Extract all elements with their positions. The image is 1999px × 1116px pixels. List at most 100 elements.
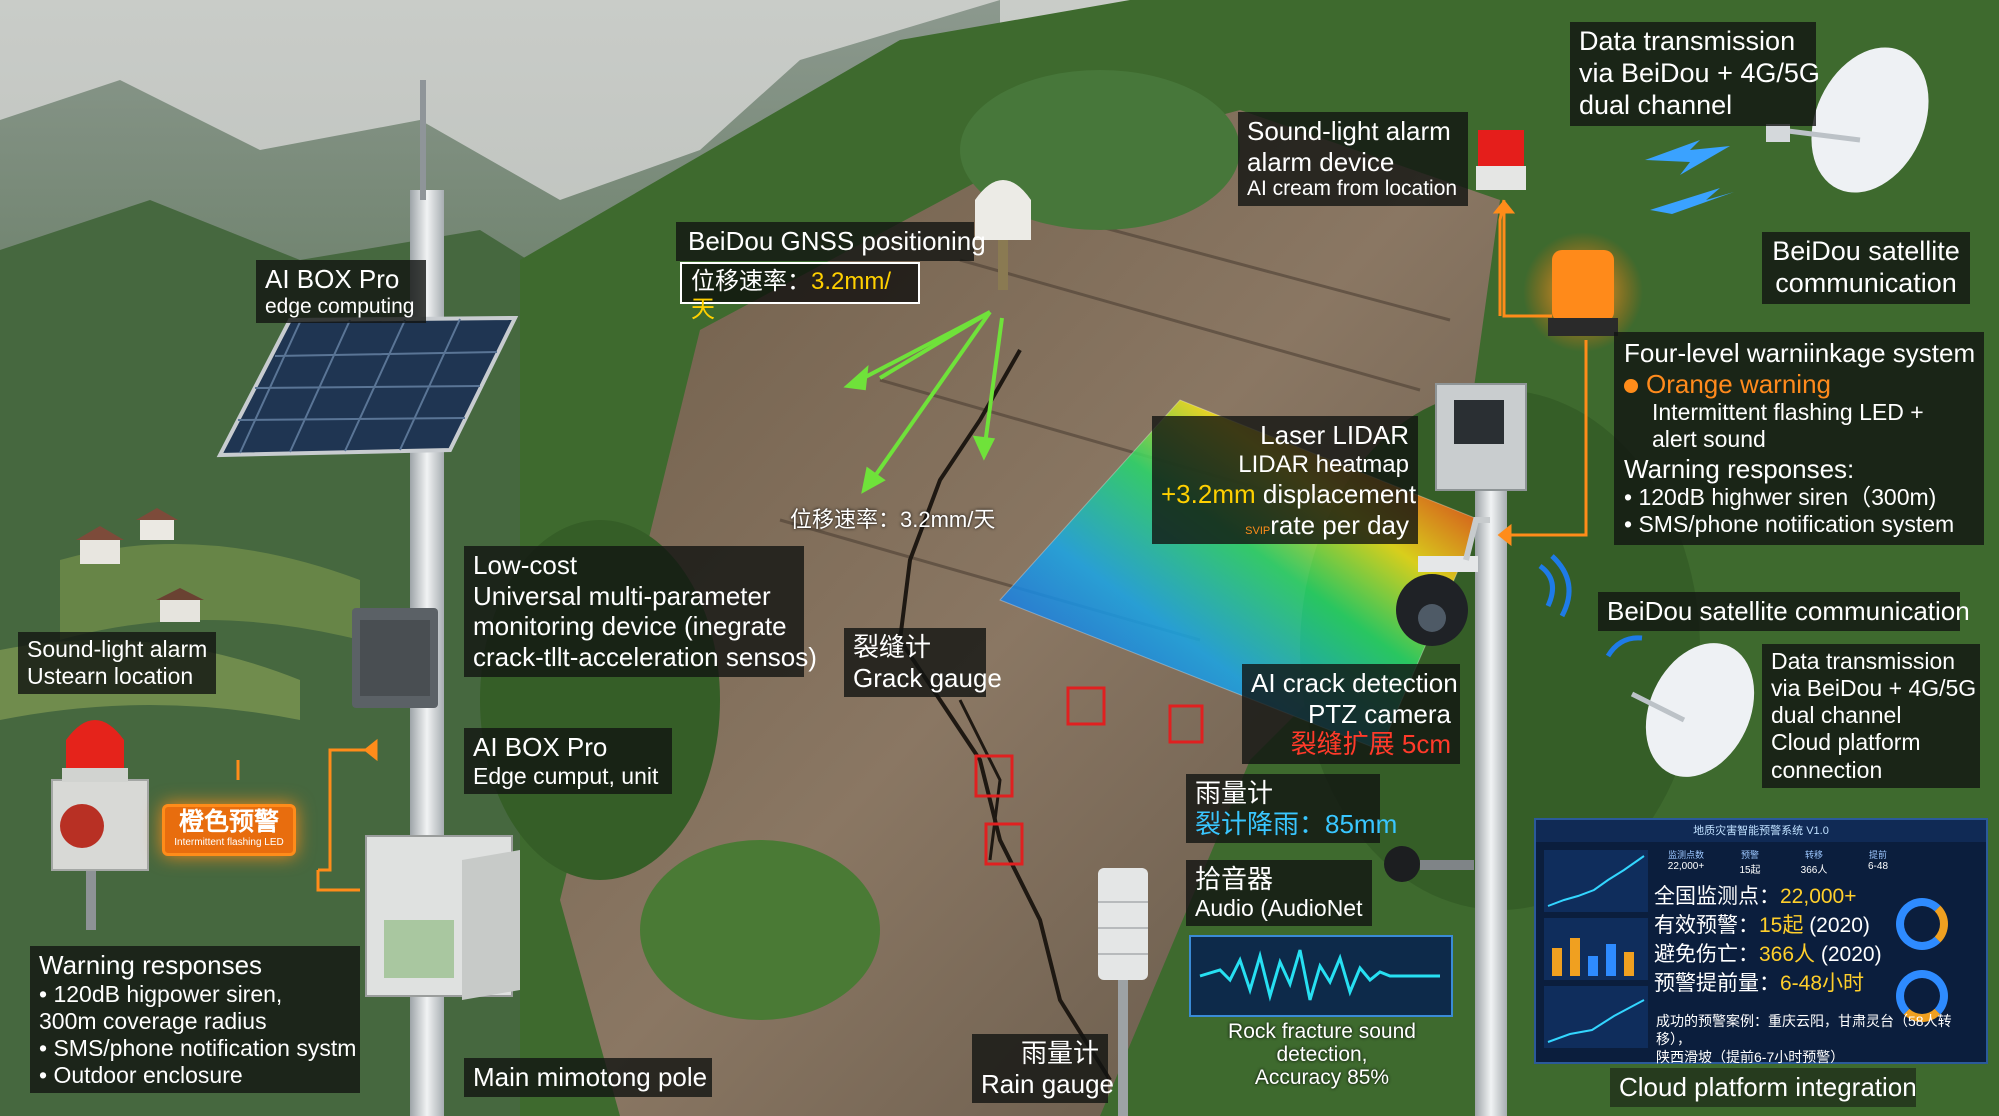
dashboard-title: 地质灾害智能预警系统 V1.0 bbox=[1536, 820, 1986, 842]
orange-warning-badge: 橙色预警 Intermittent flashing LED bbox=[162, 804, 296, 856]
dashboard-stats: 全国监测点：22,000+ 有效预警：15起 (2020) 避免伤亡：366人 … bbox=[1654, 882, 1882, 998]
four-level-led-l2: alert sound bbox=[1652, 426, 1766, 453]
alarm-top-label: Sound-light alarm alarm device AI cream … bbox=[1238, 112, 1468, 207]
dashboard-left-charts bbox=[1544, 850, 1648, 1056]
rock-sound-l2: Accuracy 85% bbox=[1254, 1066, 1390, 1089]
orange-beacon-icon bbox=[1523, 232, 1643, 352]
four-level-resp-title: Warning responses: bbox=[1624, 453, 1855, 484]
main-pole-text: Main mimotong pole bbox=[473, 1062, 708, 1092]
data-tx-top-l1: Data transmission bbox=[1579, 26, 1796, 56]
ai-crack-l2: PTZ camera bbox=[1307, 698, 1451, 729]
rock-sound-l1: Rock fracture sound detection, bbox=[1228, 1020, 1416, 1066]
beidou-mid-label: BeiDou satellite communication bbox=[1598, 592, 1970, 631]
ai-box-top-sub: edge computing bbox=[265, 294, 415, 318]
rock-sound-caption: Rock fracture sound detection, Accuracy … bbox=[1186, 1020, 1458, 1089]
audio-waveform bbox=[1189, 935, 1453, 1017]
data-tx-mid-l3: dual channel bbox=[1771, 702, 1902, 729]
crack-gauge-label: 裂缝计 Grack gauge bbox=[844, 628, 1002, 698]
audio-en: Audio (AudioNet bbox=[1195, 894, 1363, 921]
ai-box-mid-label: AI BOX Pro Edge cumput, unit bbox=[464, 728, 672, 794]
stat-monitor: 全国监测点：22,000+ bbox=[1654, 885, 1857, 908]
cloud-platform-text: Cloud platform integration bbox=[1619, 1072, 1917, 1102]
stat-warnings: 有效预警：15起 (2020) bbox=[1654, 914, 1870, 937]
beidou-top-l2: communication bbox=[1775, 267, 1957, 298]
alarm-top-l3: AI cream from location bbox=[1247, 177, 1458, 201]
four-level-resp1: • 120dB highwer siren（300m) bbox=[1624, 484, 1937, 511]
gnss-rate-label: 位移速率： bbox=[691, 268, 811, 295]
data-tx-mid-l1: Data transmission bbox=[1771, 648, 1956, 674]
rain-bottom-cn: 雨量计 bbox=[1020, 1038, 1099, 1068]
badge-en: Intermittent flashing LED bbox=[174, 837, 284, 848]
low-cost-l2: Universal multi-parameter bbox=[473, 580, 771, 611]
siren-icon bbox=[1476, 130, 1526, 190]
alarm-top-l2: alarm device bbox=[1247, 146, 1395, 177]
rain-mid-label: 雨量计 裂计降雨：85mm bbox=[1186, 774, 1398, 844]
lidar-rate: SVIPrate per day bbox=[1245, 509, 1409, 540]
ai-box-top-label: AI BOX Pro edge computing bbox=[256, 260, 426, 324]
rain-bottom-label: 雨量计 Rain gauge bbox=[972, 1034, 1114, 1104]
rain-mid-val: 裂计降雨：85mm bbox=[1195, 808, 1398, 839]
gnss-arrow-text: 位移速率：3.2mm/天 bbox=[790, 507, 996, 532]
ai-crack-l3: 裂缝扩展 5cm bbox=[1290, 729, 1451, 760]
antenna-icon bbox=[420, 80, 426, 200]
monitoring-device-icon bbox=[352, 608, 438, 708]
lidar-title: Laser LIDAR bbox=[1260, 420, 1409, 450]
ai-crack-label: AI crack detection PTZ camera 裂缝扩展 5cm bbox=[1242, 664, 1460, 765]
audio-label: 拾音器 Audio (AudioNet bbox=[1186, 860, 1372, 926]
right-pole bbox=[1475, 480, 1507, 1116]
lightning-signal-icon bbox=[1645, 140, 1734, 214]
ai-box-mid-sub: Edge cumput, unit bbox=[473, 762, 659, 789]
warning-left-label: Warning responses • 120dB higpower siren… bbox=[30, 946, 360, 1094]
enclosure-icon bbox=[365, 835, 520, 1000]
four-level-title: Four-level warniinkage system bbox=[1624, 338, 1976, 368]
warning-left-r2: 300m coverage radius bbox=[39, 1007, 267, 1034]
case-l2: 陕西滑坡（提前6-7小时预警） bbox=[1656, 1049, 1845, 1065]
siren-icon bbox=[51, 720, 149, 930]
gnss-antenna-icon bbox=[975, 180, 1031, 290]
stat-lead-time: 预警提前量：6-48小时 bbox=[1654, 972, 1865, 995]
orange-connectors bbox=[236, 199, 1588, 892]
gnss-rate-box: 位移速率：3.2mm/天 bbox=[680, 262, 920, 323]
solar-panel-icon bbox=[216, 315, 519, 458]
alarm-left-l1: Sound-light alarm bbox=[27, 636, 208, 662]
rain-mid-cn: 雨量计 bbox=[1195, 778, 1274, 808]
stat-casualties: 避免伤亡：366人 (2020) bbox=[1654, 943, 1882, 966]
four-level-orange: Orange warning bbox=[1624, 369, 1974, 400]
ptz-camera-icon bbox=[1396, 517, 1490, 646]
alarm-left-label: Sound-light alarm Ustearn location bbox=[18, 632, 216, 695]
lidar-scanner-icon bbox=[1435, 383, 1527, 491]
warning-left-title: Warning responses bbox=[39, 950, 263, 980]
warning-left-r1: • 120dB higpower siren, bbox=[39, 980, 283, 1007]
crack-gauge-cn: 裂缝计 bbox=[853, 632, 932, 662]
low-cost-l1: Low-cost bbox=[473, 550, 578, 580]
data-tx-mid-l5: connection bbox=[1771, 756, 1883, 783]
cloud-platform-label: Cloud platform integration bbox=[1610, 1068, 1917, 1107]
low-cost-label: Low-cost Universal multi-parameter monit… bbox=[464, 546, 817, 677]
donut-chart-2 bbox=[1896, 970, 1948, 1022]
data-tx-top-l2: via BeiDou + 4G/5G bbox=[1579, 57, 1820, 88]
case-l1: 成功的预警案例：重庆云阳，甘肃灵台（58人转移）， bbox=[1656, 1013, 1952, 1047]
lidar-displacement: +3.2mm displacement bbox=[1161, 478, 1417, 509]
alarm-left-l2: Ustearn location bbox=[27, 663, 194, 690]
ai-box-top-title: AI BOX Pro bbox=[265, 264, 400, 294]
rain-gauge-icon bbox=[1098, 868, 1148, 1116]
ai-crack-l1: AI crack detection bbox=[1251, 668, 1458, 698]
crack-gauge-en: Grack gauge bbox=[853, 662, 1002, 693]
dashboard-case: 成功的预警案例：重庆云阳，甘肃灵台（58人转移）， 陕西滑坡（提前6-7小时预警… bbox=[1656, 1012, 1986, 1066]
gnss-title: BeiDou GNSS positioning bbox=[688, 226, 986, 256]
lidar-label: Laser LIDAR LIDAR heatmap +3.2mm displac… bbox=[1152, 416, 1418, 545]
data-tx-mid-l2: via BeiDou + 4G/5G bbox=[1771, 675, 1977, 702]
ai-box-mid-title: AI BOX Pro bbox=[473, 732, 608, 762]
warning-left-r3: • SMS/phone notification systm bbox=[39, 1034, 357, 1061]
beidou-top-l1: BeiDou satellite bbox=[1772, 236, 1960, 266]
four-level-label: Four-level warniinkage system Orange war… bbox=[1614, 332, 1984, 545]
satellite-dish-icon bbox=[1766, 47, 1929, 193]
four-level-led-l1: Intermittent flashing LED + bbox=[1652, 399, 1924, 426]
low-cost-l4: crack-tllt-acceleration sensos) bbox=[473, 642, 817, 673]
